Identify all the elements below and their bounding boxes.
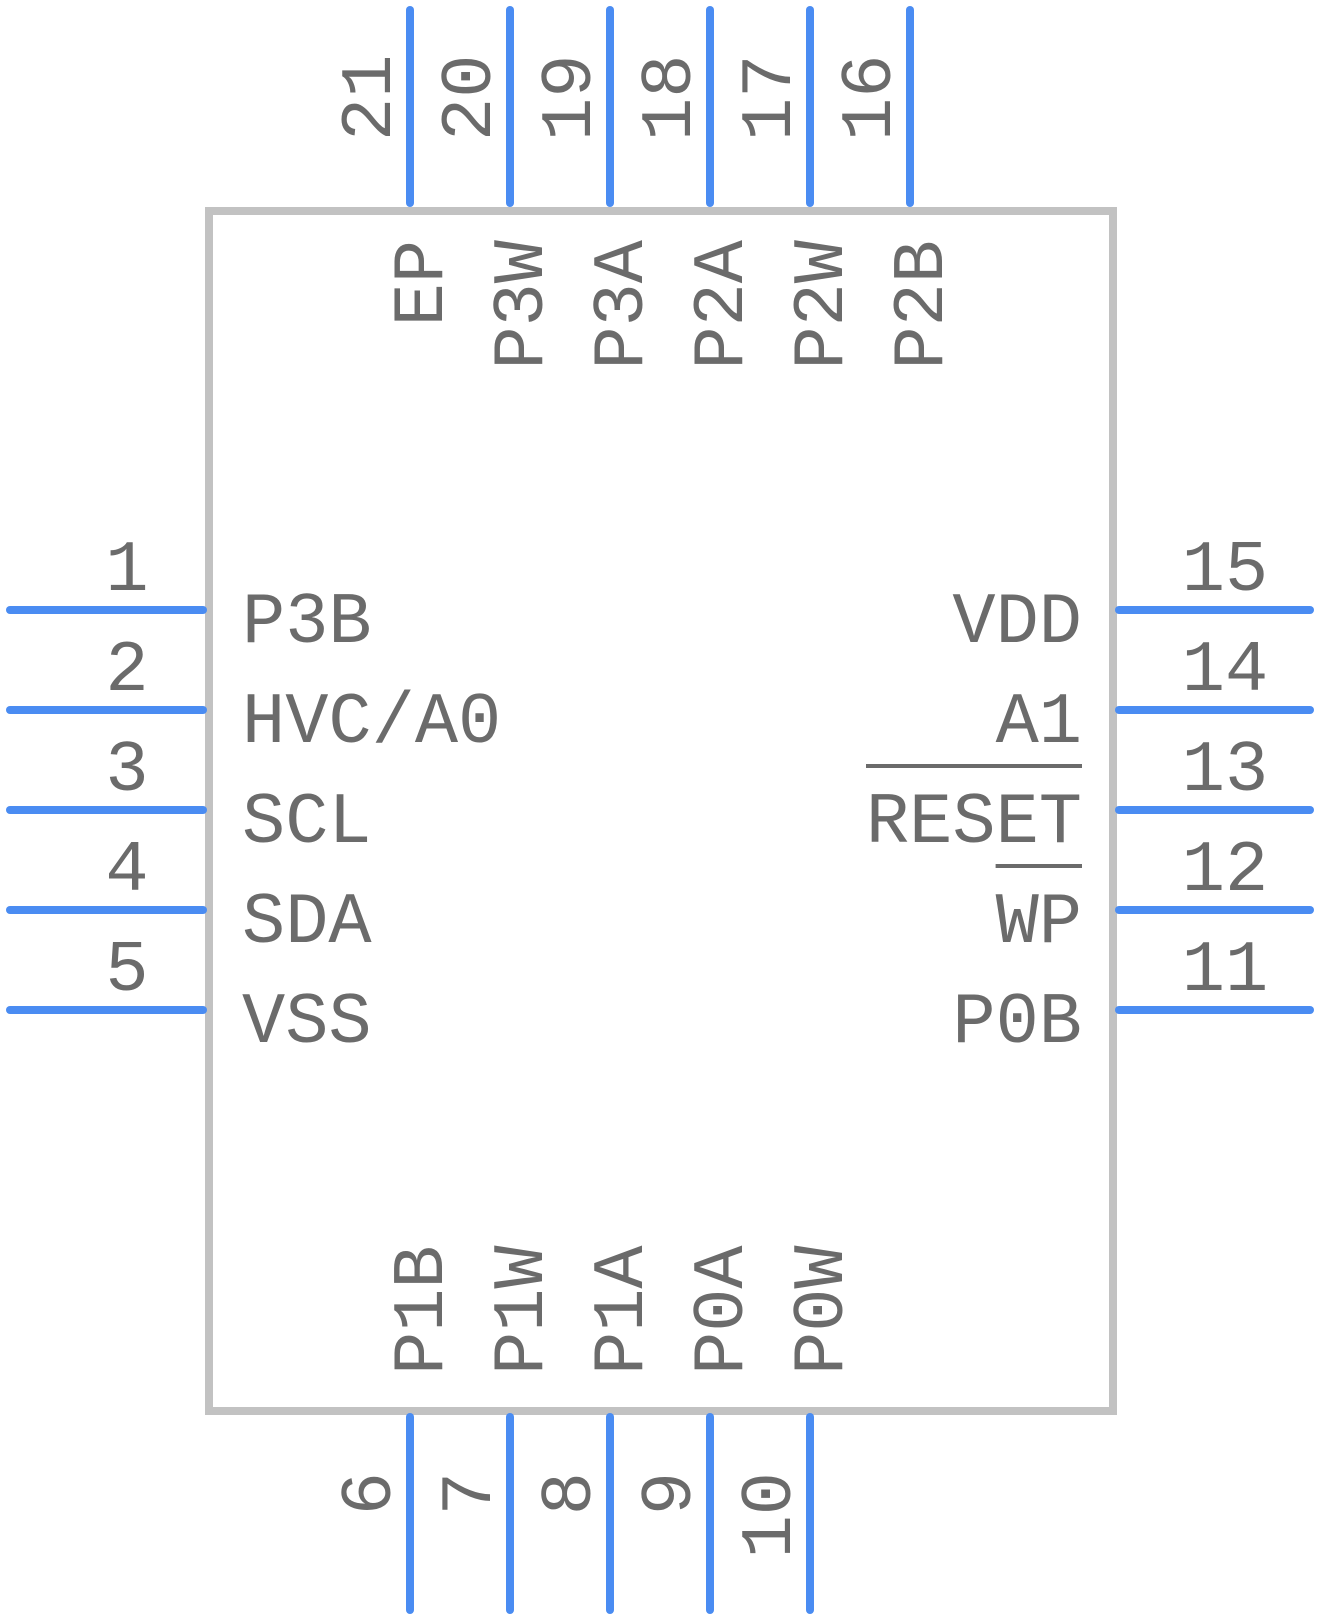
pin-19-number: 19	[530, 55, 612, 141]
pin-16-number: 16	[830, 55, 912, 141]
pin-11-name: P0B	[952, 982, 1082, 1064]
pin-21-name: EP	[382, 240, 464, 326]
pin-18-name: P2A	[682, 239, 764, 369]
pin-9-number: 9	[630, 1472, 712, 1515]
pin-16-name: P2B	[882, 240, 964, 370]
pin-8-name: P1A	[582, 1245, 664, 1375]
pin-11-number: 11	[1182, 930, 1268, 1012]
pin-3-number: 3	[105, 730, 148, 812]
pin-4-number: 4	[105, 830, 148, 912]
pin-14-name: A1	[996, 682, 1082, 764]
pin-2-name: HVC/A0	[242, 682, 501, 764]
pin-14-number: 14	[1182, 630, 1268, 712]
pin-4-name: SDA	[242, 882, 372, 964]
pin-2-number: 2	[105, 630, 148, 712]
pin-15-number: 15	[1182, 530, 1268, 612]
pin-5-number: 5	[105, 930, 148, 1012]
pin-5-name: VSS	[242, 982, 372, 1064]
pin-12-number: 12	[1182, 830, 1268, 912]
pin-17-name: P2W	[782, 239, 864, 369]
pin-13-number: 13	[1182, 730, 1268, 812]
pin-15-name: VDD	[952, 582, 1082, 664]
pin-8-number: 8	[530, 1472, 612, 1515]
pin-20-name: P3W	[482, 239, 564, 369]
pin-7-number: 7	[430, 1472, 512, 1515]
pin-19-name: P3A	[582, 239, 664, 369]
pin-1-name: P3B	[242, 582, 372, 664]
pin-6-number: 6	[330, 1472, 412, 1515]
pin-9-name: P0A	[682, 1245, 764, 1375]
pin-10-number: 10	[730, 1472, 812, 1558]
pin-12-name: WP	[996, 882, 1082, 964]
pin-6-name: P1B	[382, 1245, 464, 1375]
pin-3-name: SCL	[242, 782, 372, 864]
pin-7-name: P1W	[482, 1245, 564, 1375]
pin-18-number: 18	[630, 55, 712, 141]
pin-1-number: 1	[105, 530, 148, 612]
ic-body-outline	[205, 207, 1117, 1415]
pin-20-number: 20	[430, 55, 512, 141]
pin-17-number: 17	[730, 55, 812, 141]
pin-21-number: 21	[330, 55, 412, 141]
pin-13-name: RESET	[866, 782, 1082, 864]
pin-10-name: P0W	[782, 1245, 864, 1375]
